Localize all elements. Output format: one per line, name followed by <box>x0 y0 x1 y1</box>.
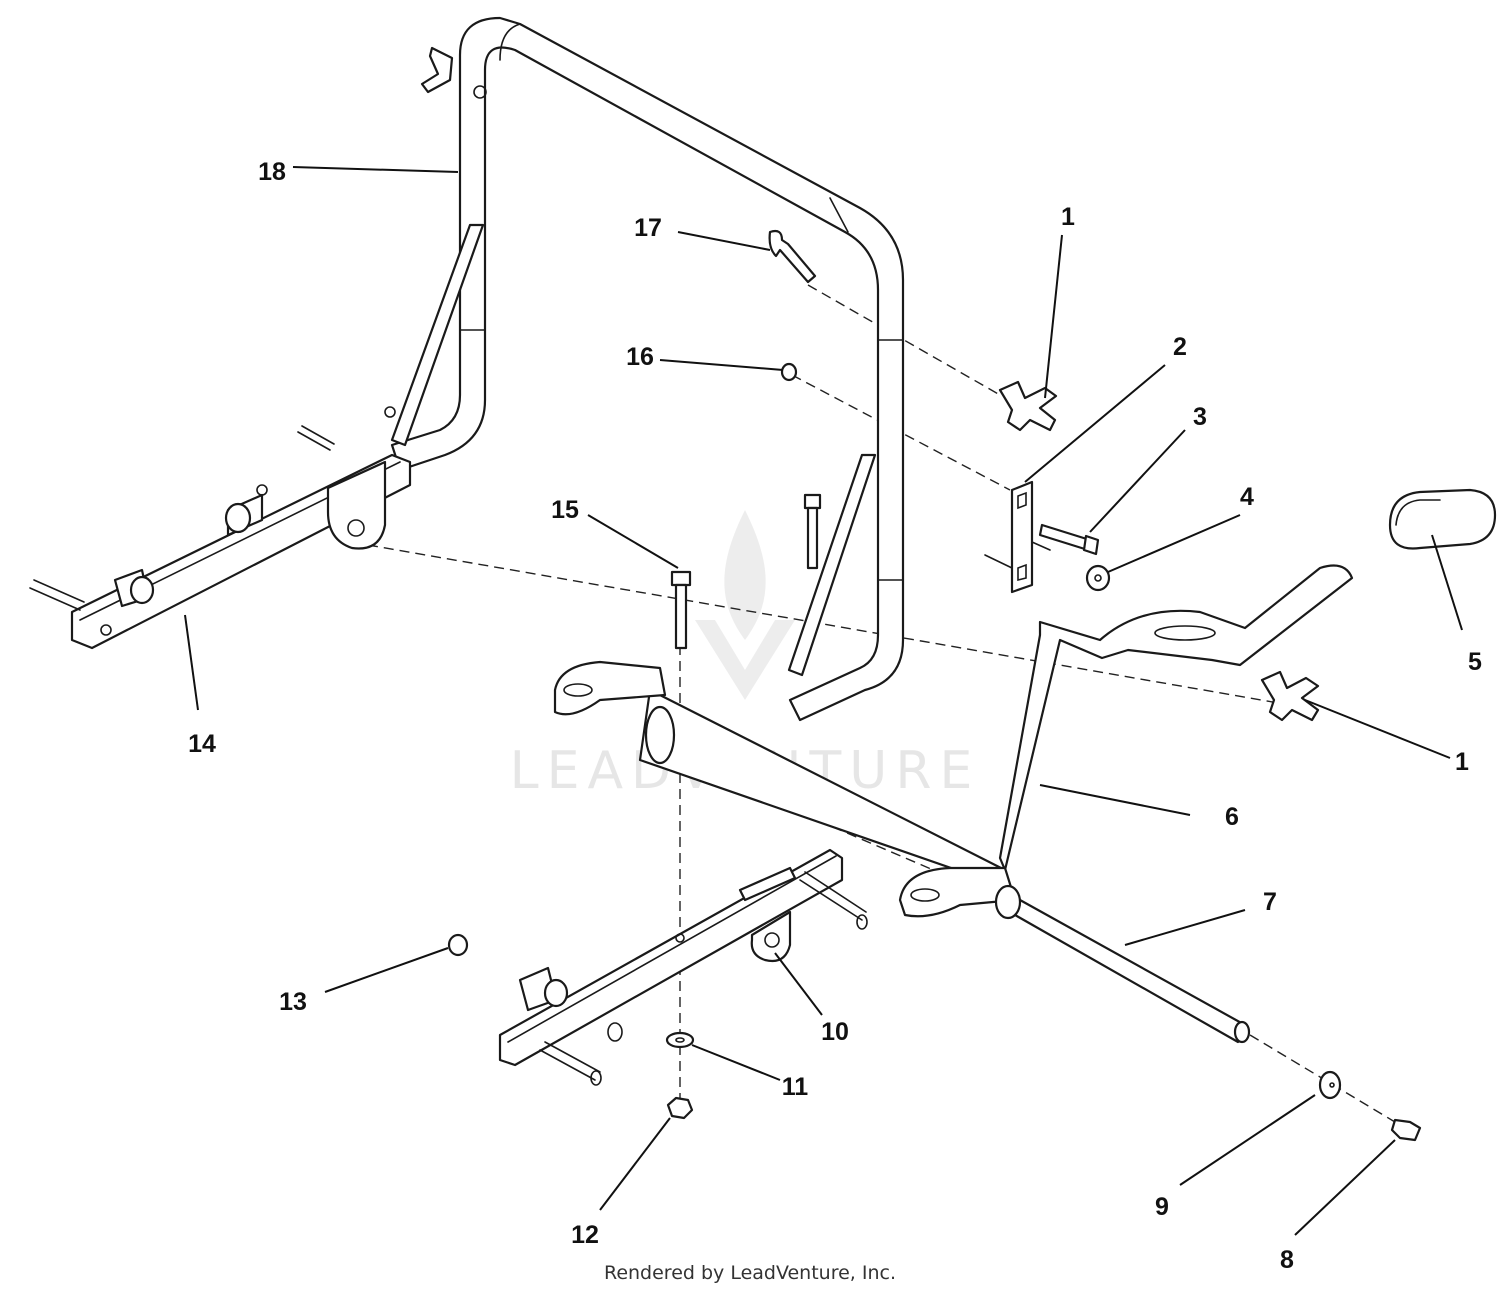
small-hardware <box>447 229 1422 1142</box>
callout-5: 5 <box>1468 648 1482 676</box>
part-4-washer <box>1085 564 1111 592</box>
callout-10: 10 <box>821 1018 849 1046</box>
footer-credit: Rendered by LeadVenture, Inc. <box>0 1262 1500 1284</box>
callout-1-upper: 1 <box>1061 203 1075 231</box>
part-5-grip <box>1388 488 1497 550</box>
part-1-knob-lower <box>1260 670 1320 722</box>
part-2-bracket-plate <box>984 480 1051 594</box>
part-18-handle-frame <box>390 16 905 722</box>
callout-4: 4 <box>1240 483 1254 511</box>
part-11-washer <box>665 1031 695 1049</box>
part-8-bolt <box>1390 1118 1422 1142</box>
callout-11: 11 <box>782 1073 809 1101</box>
callout-16: 16 <box>626 343 654 371</box>
part-12-nut <box>666 1096 694 1120</box>
part-6-crank-bracket <box>898 564 1354 920</box>
callout-6: 6 <box>1225 803 1239 831</box>
watermark-v-icon <box>695 620 795 700</box>
part-17-bolt <box>768 229 817 284</box>
callout-12: 12 <box>571 1221 599 1249</box>
part-3-bolt <box>1038 523 1100 556</box>
callout-17: 17 <box>634 214 662 242</box>
callout-3: 3 <box>1193 403 1207 431</box>
callout-18: 18 <box>258 158 286 186</box>
callout-2: 2 <box>1173 333 1187 361</box>
part-1-knob-upper <box>998 380 1058 432</box>
part-13-bushing <box>447 933 469 957</box>
footer-text: Rendered by LeadVenture, Inc. <box>603 1262 897 1284</box>
callout-8: 8 <box>1280 1246 1294 1274</box>
part-16-nut <box>780 362 798 382</box>
callout-13: 13 <box>279 988 307 1016</box>
watermark-flame-icon <box>724 510 766 640</box>
part-10-lower-rail <box>498 848 868 1086</box>
part-14-left-rail <box>29 406 412 650</box>
callout-9: 9 <box>1155 1193 1169 1221</box>
callout-7: 7 <box>1263 888 1277 916</box>
callout-14: 14 <box>188 730 216 758</box>
callout-15: 15 <box>551 496 579 524</box>
part-7-axle-tube <box>553 660 1251 1044</box>
part-15-bolt <box>670 493 822 650</box>
leader-lines <box>184 166 1463 1236</box>
callout-labels: 18 17 16 1 2 3 4 5 1 6 7 15 14 13 10 11 … <box>188 158 1482 1274</box>
callout-1-lower: 1 <box>1455 748 1469 776</box>
